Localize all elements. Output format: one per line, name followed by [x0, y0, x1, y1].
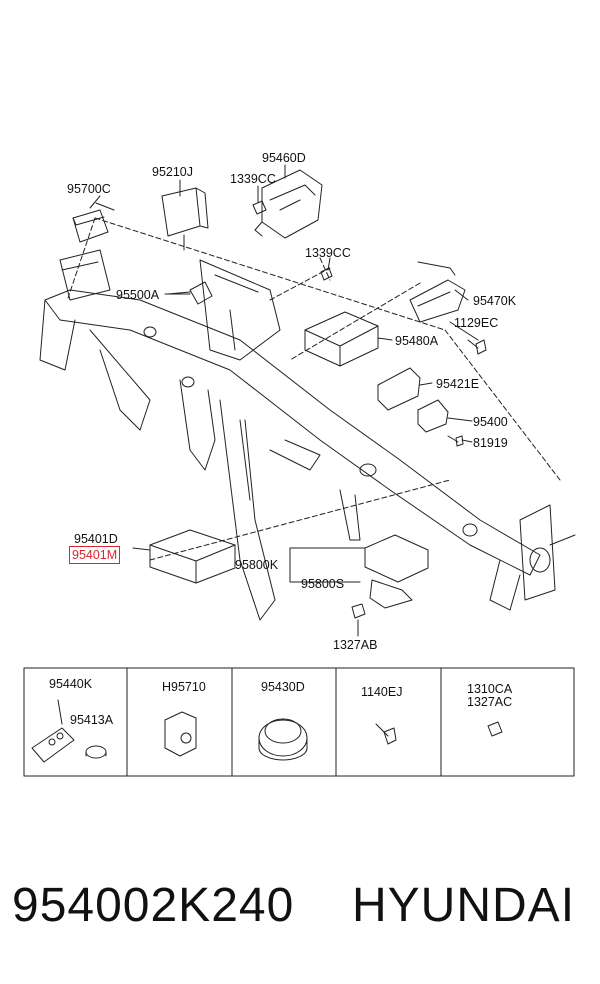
callout-95500A: 95500A	[116, 288, 160, 302]
footer-part-number: 954002K240	[12, 879, 295, 932]
part-95401D-95401M	[149, 529, 236, 584]
dashed-plane-outline	[67, 217, 561, 561]
callout-95800S: 95800S	[301, 577, 345, 591]
callout-95470K: 95470K	[473, 294, 517, 308]
bolt-81919	[447, 435, 464, 447]
key-fob-icon	[31, 699, 75, 763]
table-cell-4-label: 1140EJ	[361, 685, 403, 699]
callout-95421E: 95421E	[436, 377, 480, 391]
callout-1339CC-b: 1339CC	[305, 246, 351, 260]
part-95700C	[72, 202, 115, 243]
start-button-icon	[258, 718, 308, 761]
callout-95210J: 95210J	[152, 165, 194, 179]
part-95800K-95800S	[364, 534, 429, 609]
sensor-coil-icon	[164, 711, 197, 757]
bolt-1140EJ-icon	[375, 723, 397, 745]
nut-1327AB	[351, 603, 366, 619]
center-supports	[179, 259, 361, 621]
part-95480A	[304, 311, 379, 367]
part-95500A	[167, 281, 213, 305]
callout-1339CC-a: 1339CC	[230, 172, 276, 186]
part-95421E	[377, 367, 421, 411]
callout-1129EC: 1129EC	[454, 316, 499, 330]
part-95210J	[161, 187, 209, 251]
footer-brand: HYUNDAI	[352, 879, 576, 932]
callout-95401M-highlighted: 95401M	[69, 546, 121, 564]
part-95400	[417, 399, 449, 433]
table-cell-5-label-2: 1327AC	[467, 695, 513, 709]
callout-95700C: 95700C	[67, 182, 111, 196]
part-95460D	[254, 169, 323, 239]
nut-1310CA-icon	[487, 721, 503, 737]
callout-95480A: 95480A	[395, 334, 439, 348]
callout-95400: 95400	[473, 415, 508, 429]
parts-table-frame	[23, 667, 575, 777]
leader-lines	[89, 164, 479, 637]
table-cell-2-label: H95710	[162, 680, 206, 694]
table-cell-3-label: 95430D	[261, 680, 305, 694]
table-cell-1-label-1: 95440K	[49, 677, 93, 691]
coin-battery-icon	[85, 745, 107, 759]
callout-95800K: 95800K	[235, 558, 279, 572]
callout-95401D: 95401D	[74, 532, 118, 546]
callout-81919: 81919	[473, 436, 508, 450]
callout-95460D: 95460D	[262, 151, 306, 165]
fastener-1339CC-a	[252, 200, 267, 215]
fastener-1339CC-b	[320, 267, 333, 281]
callout-1327AB: 1327AB	[333, 638, 378, 652]
cross-beam	[44, 289, 541, 576]
right-bracket	[489, 504, 576, 611]
part-95470K	[409, 261, 466, 323]
table-cell-1-label-2: 95413A	[70, 713, 114, 727]
bolt-1129EC	[467, 339, 487, 355]
left-bracket	[39, 249, 151, 431]
table-cell-5-label-1: 1310CA	[467, 682, 513, 696]
